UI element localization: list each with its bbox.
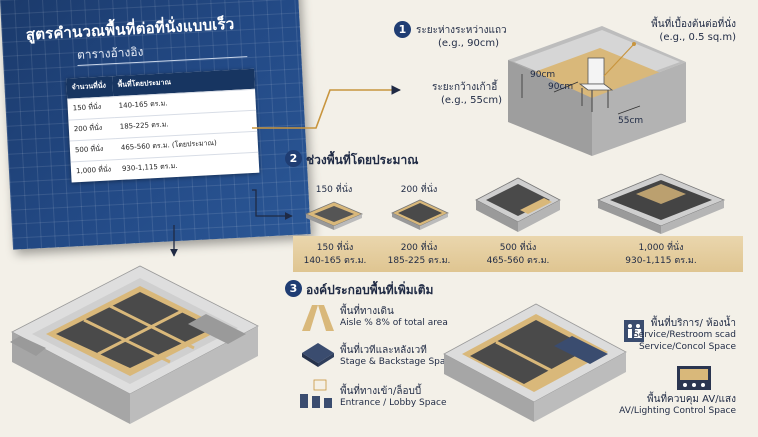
tier-top-200: 200 ที่นั่ง	[400, 185, 438, 195]
tier-area-200: 185-225 ตร.ม.	[387, 256, 451, 266]
tier-model-500	[475, 177, 561, 232]
entrance-label-en: Entrance / Lobby Space	[340, 398, 447, 408]
room-left-wall	[508, 60, 592, 156]
section2-number-badge: 2	[285, 150, 302, 167]
area-per-seat-label: พื้นที่เบื้องต้นต่อที่นั่ง	[651, 19, 736, 30]
tier-count-150: 150 ที่นั่ง	[316, 243, 354, 253]
entrance-label-th: พื้นที่ทางเข้า/ล็อบบี้	[340, 386, 422, 397]
tier-count-200: 200 ที่นั่ง	[400, 243, 438, 253]
tier-count-1000: 1,000 ที่นั่ง	[638, 243, 684, 253]
section2-title: ช่วงพื้นที่โดยประมาณ	[306, 153, 419, 167]
chair-icon	[578, 57, 614, 112]
room-right-wall	[592, 62, 686, 156]
area-range-band	[293, 236, 743, 272]
section1-number-badge: 1	[394, 21, 411, 38]
row-spacing-label: ระยะห่างระหว่างแถว	[416, 25, 507, 36]
arrow-to-section1	[252, 85, 401, 129]
area-leader-line	[603, 43, 635, 77]
tier-model-200	[391, 199, 449, 230]
service-label-en2: Service/Concol Space	[638, 342, 736, 352]
dim-label-55: 55cm	[618, 116, 644, 126]
service-label-th: พื้นที่บริการ/ ห้องน้ำ	[650, 318, 736, 329]
dim-label-90a: 90cm	[530, 70, 556, 80]
tier-area-1000: 930-1,115 ตร.ม.	[625, 256, 697, 266]
seat-width-example: (e.g., 55cm)	[441, 95, 502, 106]
dim-label-90b: 90cm	[548, 82, 574, 92]
aisle-label-en: Aisle % 8% of total area	[340, 318, 448, 328]
aisle-icon	[302, 305, 334, 331]
tier-count-500: 500 ที่นั่ง	[499, 243, 537, 253]
stage-icon	[302, 343, 334, 367]
stage-label-th: พื้นที่เวทีและหลังเวที	[340, 345, 427, 356]
arrow-to-section2	[252, 189, 293, 220]
lobby-icon	[300, 379, 332, 408]
av-control-icon	[677, 366, 711, 390]
seat-width-label: ระยะกว้างเก้าอี้	[432, 82, 498, 93]
service-label-en1: Service/Restroom scad	[633, 330, 736, 340]
auditorium-components-model	[443, 303, 627, 422]
section3-number-badge: 3	[285, 280, 302, 297]
restroom-icon	[624, 320, 644, 342]
tier-area-150: 140-165 ตร.ม.	[303, 256, 367, 266]
tier-model-150	[304, 201, 364, 230]
tier-area-500: 465-560 ตร.ม.	[486, 256, 550, 266]
auditorium-floorplan	[10, 265, 259, 424]
tier-model-1000	[596, 173, 726, 234]
av-label-en: AV/Lighting Control Space	[619, 406, 736, 416]
section3-title: องค์ประกอบพื้นที่เพิ่มเติม	[306, 283, 434, 297]
aisle-label-th: พื้นที่ทางเดิน	[340, 306, 394, 317]
area-per-seat-example: (e.g., 0.5 sq.m)	[659, 32, 736, 43]
tier-top-150: 150 ที่นั่ง	[315, 185, 353, 195]
av-label-th: พื้นที่ควบคุม AV/แสง	[647, 394, 736, 405]
stage-label-en: Stage & Backstage Space	[340, 357, 456, 367]
row-spacing-example: (e.g., 90cm)	[438, 38, 499, 49]
seat-room-illustration	[508, 26, 686, 156]
